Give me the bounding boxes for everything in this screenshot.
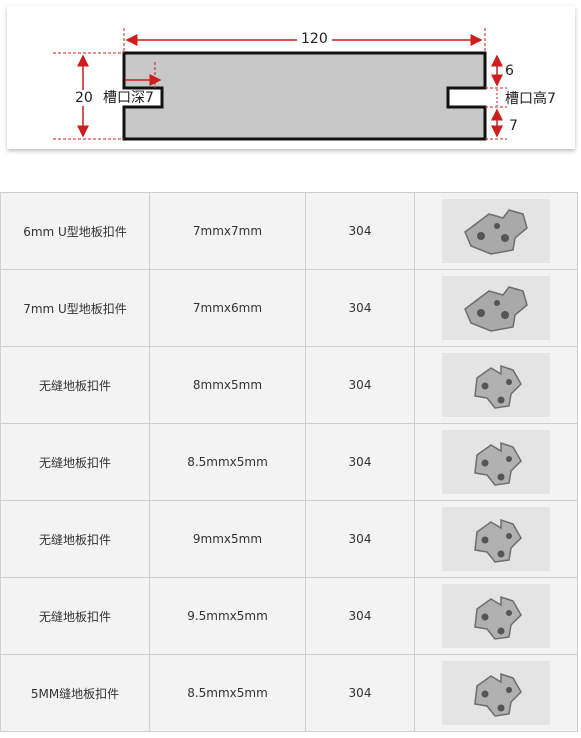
table-row: 无缝地板扣件 8mmx5mm 304: [0, 346, 578, 424]
product-image-cell: [414, 423, 578, 501]
product-spec-table: 6mm U型地板扣件 7mmx7mm 304 7mm U型地板扣件 7mmx6m…: [0, 192, 578, 738]
product-image-cell: [414, 346, 578, 424]
product-name-cell: 无缝地板扣件: [0, 423, 150, 501]
size-cell: 7mmx6mm: [149, 269, 306, 347]
seamless-clip-image: [442, 430, 550, 494]
table-row: 5MM缝地板扣件 8.5mmx5mm 304: [0, 654, 578, 732]
table-row: 无缝地板扣件 9mmx5mm 304: [0, 500, 578, 578]
material-cell: 304: [305, 192, 415, 270]
table-row: 7mm U型地板扣件 7mmx6mm 304: [0, 269, 578, 347]
u-clip-image: [442, 276, 550, 340]
top-thickness-label: 6: [505, 63, 514, 79]
material-cell: 304: [305, 577, 415, 655]
product-name-cell: 无缝地板扣件: [0, 577, 150, 655]
groove-dimension-diagram: 120 20 槽口深7 6 槽口高7 7: [7, 6, 575, 149]
size-cell: 9.5mmx5mm: [149, 577, 306, 655]
product-name-cell: 无缝地板扣件: [0, 346, 150, 424]
bottom-thickness-label: 7: [509, 118, 518, 134]
table-row: 无缝地板扣件 9.5mmx5mm 304: [0, 577, 578, 655]
table-row: 无缝地板扣件 8.5mmx5mm 304: [0, 423, 578, 501]
seamless-clip-image: [442, 507, 550, 571]
product-image-cell: [414, 269, 578, 347]
slot-height-label: 槽口高7: [505, 91, 556, 107]
material-cell: 304: [305, 654, 415, 732]
height-label: 20: [75, 90, 93, 106]
size-cell: 8.5mmx5mm: [149, 654, 306, 732]
width-label: 120: [297, 31, 332, 47]
seamless-clip-image: [442, 661, 550, 725]
product-name-cell: 6mm U型地板扣件: [0, 192, 150, 270]
product-image-cell: [414, 192, 578, 270]
product-name-cell: 无缝地板扣件: [0, 500, 150, 578]
product-name-cell: 5MM缝地板扣件: [0, 654, 150, 732]
size-cell: 7mmx7mm: [149, 192, 306, 270]
seamless-clip-image: [442, 353, 550, 417]
seamless-clip-image: [442, 584, 550, 648]
table-row: 6mm U型地板扣件 7mmx7mm 304: [0, 192, 578, 270]
board-profile: [122, 51, 487, 141]
size-cell: 8.5mmx5mm: [149, 423, 306, 501]
material-cell: 304: [305, 500, 415, 578]
groove-depth-label: 槽口深7: [103, 90, 154, 106]
diagram-drawing: [53, 28, 507, 141]
product-image-cell: [414, 500, 578, 578]
size-cell: 8mmx5mm: [149, 346, 306, 424]
material-cell: 304: [305, 423, 415, 501]
material-cell: 304: [305, 269, 415, 347]
product-image-cell: [414, 654, 578, 732]
size-cell: 9mmx5mm: [149, 500, 306, 578]
u-clip-image: [442, 199, 550, 263]
product-image-cell: [414, 577, 578, 655]
material-cell: 304: [305, 346, 415, 424]
product-name-cell: 7mm U型地板扣件: [0, 269, 150, 347]
